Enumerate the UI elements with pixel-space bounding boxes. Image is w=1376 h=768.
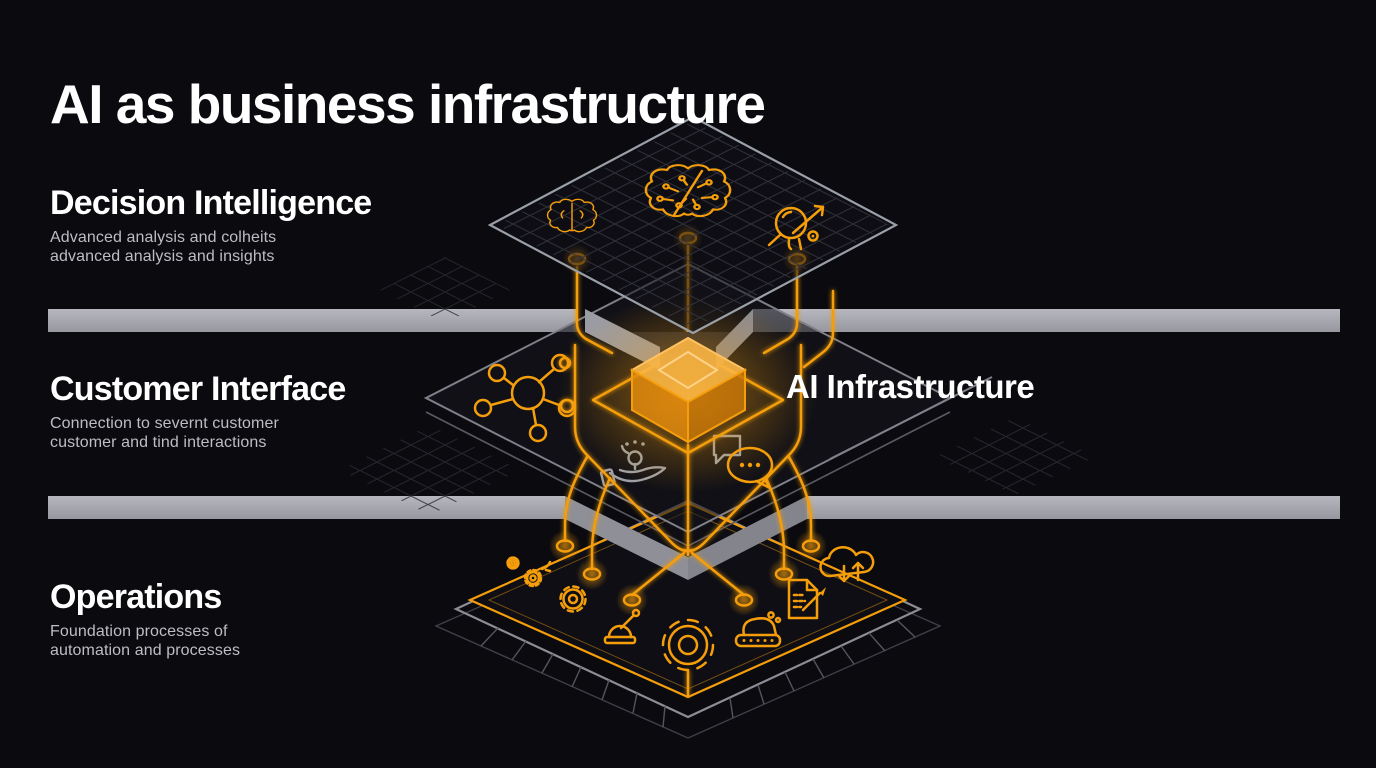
ai-infrastructure-label: AI Infrastructure: [786, 368, 1035, 405]
decision-layer: [487, 115, 899, 335]
document-edit-icon: [787, 578, 826, 620]
bottom-ghost-layers: [434, 499, 942, 739]
divider-bar-bottom-right: [807, 496, 1340, 519]
double-gear-icon: [523, 560, 552, 588]
network-hub-icon: [473, 353, 577, 443]
small-gear-icon: [506, 556, 520, 570]
divider-bar-top-right: [753, 309, 1340, 332]
decision-intelligence-description: Advanced analysis and colheits advanced …: [50, 228, 276, 266]
page-title: AI as business infrastructure: [50, 72, 766, 135]
search-trend-icon: [767, 204, 825, 251]
divider-bar-bottom-left: [48, 496, 565, 519]
isometric-diagram: [340, 115, 1095, 739]
decision-intelligence-heading: Decision Intelligence: [50, 184, 372, 222]
divider-bar-top-left: [48, 309, 578, 332]
description-line: customer and tind interactions: [50, 434, 267, 451]
connector-dots: [549, 223, 827, 616]
circuit-brain-icon: [644, 164, 732, 218]
cloud-sync-icon: [819, 546, 875, 583]
description-line: Foundation processes of: [50, 623, 228, 640]
customer-interface-description: Connection to severnt customer customer …: [50, 414, 279, 452]
operations-description: Foundation processes of automation and p…: [50, 622, 240, 660]
description-line: Advanced analysis and colheits: [50, 229, 277, 246]
medium-gear-icon: [559, 585, 587, 613]
description-line: advanced analysis and insights: [50, 248, 275, 265]
robot-arm-icon: [603, 608, 641, 645]
large-gear-icon: [661, 618, 715, 672]
customer-interface-heading: Customer Interface: [50, 370, 346, 408]
funnel-opening: [585, 309, 753, 370]
brain-icon: [546, 198, 598, 233]
chat-bubbles-icon: [712, 434, 774, 490]
description-line: automation and processes: [50, 642, 241, 659]
description-line: Connection to severnt customer: [50, 415, 279, 432]
service-hand-icon: [599, 440, 667, 488]
operations-layer: [467, 501, 908, 699]
operations-heading: Operations: [50, 578, 222, 616]
conveyor-robot-icon: [734, 611, 782, 648]
